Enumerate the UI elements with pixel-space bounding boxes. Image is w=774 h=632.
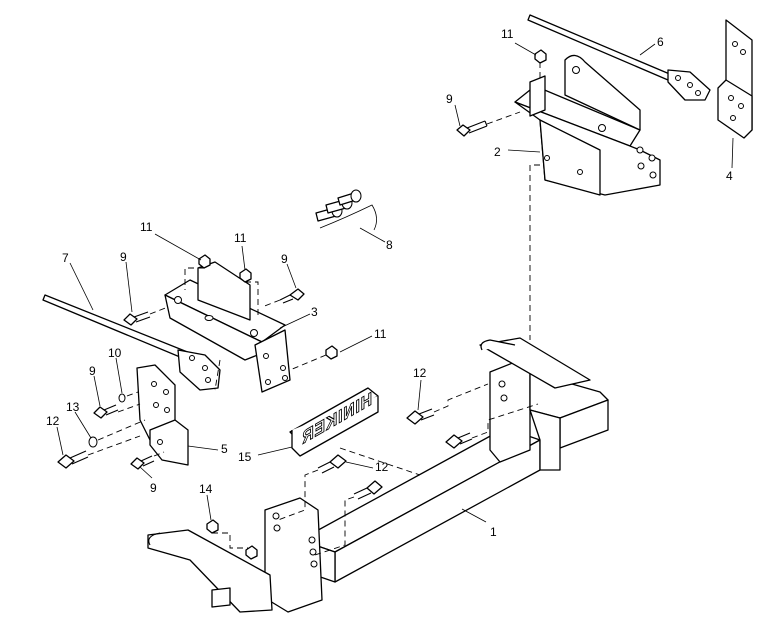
main-frame	[147, 337, 609, 613]
hardware-bolts	[57, 120, 488, 500]
callout-11-right: 11	[374, 327, 387, 341]
upper-bracket	[514, 54, 661, 196]
callout-9-bottom: 9	[150, 481, 157, 495]
light-strip-right	[527, 14, 711, 101]
callout-9-right: 9	[281, 252, 288, 266]
callout-1: 1	[490, 525, 497, 539]
callout-15: 15	[238, 450, 252, 464]
callout-9-mid: 9	[89, 364, 96, 378]
angle-bracket-right	[717, 19, 753, 139]
callout-13: 13	[66, 400, 80, 414]
callout-4: 4	[726, 169, 733, 183]
callout-12-frame: 12	[413, 366, 427, 380]
hardware-nuts	[88, 49, 547, 560]
callout-12-left: 12	[46, 414, 60, 428]
callout-14: 14	[199, 482, 213, 496]
callouts: 1 2 3 4 5 6 7 8 9 9 9 9 9 10 11 11 11 11…	[46, 27, 733, 539]
callout-12-mid: 12	[375, 460, 389, 474]
callout-9-upper: 9	[446, 92, 453, 106]
logo-plate: HINIKER	[289, 387, 379, 457]
callout-2: 2	[494, 145, 501, 159]
callout-10: 10	[108, 346, 122, 360]
light-strip-left	[42, 294, 221, 391]
callout-3: 3	[311, 305, 318, 319]
carriage-bolts	[315, 189, 377, 231]
callout-11-upper: 11	[501, 27, 514, 41]
callout-9-left: 9	[120, 250, 127, 264]
leader-lines	[56, 42, 734, 523]
callout-11-mid: 11	[234, 231, 247, 245]
assembly-lines	[87, 62, 541, 556]
lower-bracket	[164, 261, 291, 393]
callout-5: 5	[221, 442, 228, 456]
callout-7: 7	[62, 251, 69, 265]
callout-8: 8	[386, 238, 393, 252]
callout-11-left: 11	[140, 220, 153, 234]
callout-6: 6	[657, 35, 664, 49]
angle-bracket-left	[136, 364, 189, 466]
